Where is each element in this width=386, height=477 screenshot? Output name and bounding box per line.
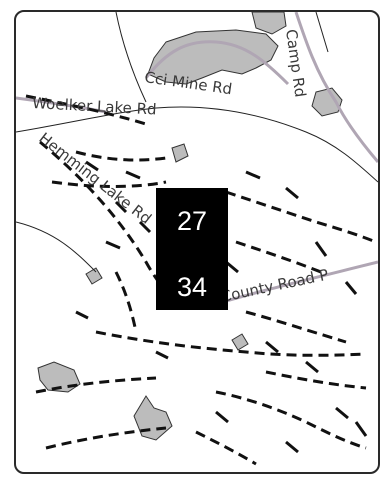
outline-camp [294,12,378,163]
trail-k [195,430,257,466]
hatch [285,186,299,200]
thin-road-1 [16,106,378,183]
outline-cci-mine [144,40,290,86]
lake-small-c [231,333,249,351]
label-woelker-lake-rd: Woelker Lake Rd [32,94,157,118]
hatch [335,406,349,420]
trail-c [225,190,377,244]
trail-g [215,390,367,450]
hatch [285,440,299,454]
thin-roads [16,12,378,273]
lake-northeast [251,12,287,35]
hatch-marks [75,160,368,454]
hatch [344,281,358,295]
lake-east [311,87,343,117]
hatch [138,220,152,234]
badge-top-number: 27 [177,206,207,236]
hatch [354,421,368,437]
label-hemming-lake-rd: Hemming Lake Rd [36,129,155,228]
hatch [75,310,89,320]
trail-a [51,180,167,188]
hatch [305,360,319,374]
hatch [125,170,141,180]
badge-box [156,188,228,310]
hatch [114,200,128,214]
lake-north [147,29,279,85]
outline-county [215,260,378,306]
hatch [85,160,99,172]
thin-road-4 [16,221,97,273]
trail-l [114,271,138,333]
hatch [314,241,328,257]
map-frame: Cci Mine Rd Camp Rd Woelker Lake Rd Hemm… [14,10,380,474]
hatch [245,170,261,180]
thin-road-3 [315,12,329,53]
hatch [215,410,229,424]
lake-small-b [85,267,103,285]
trail-b [75,150,167,162]
hatch [265,340,279,354]
hatch [105,240,121,250]
hatch [155,350,169,360]
trail-d [235,240,327,276]
badge-bottom-number: 34 [177,272,207,302]
lake-small-a [171,143,189,163]
trail-j [265,370,367,390]
lake-southwest [37,361,81,393]
highway-badge: 27 34 [156,188,228,310]
trail-e [95,330,367,357]
lake-south [133,395,173,441]
thin-road-2 [115,12,147,103]
trail-i [245,310,347,344]
map-canvas[interactable]: Cci Mine Rd Camp Rd Woelker Lake Rd Hemm… [16,12,378,472]
trail-hemming [39,140,178,304]
